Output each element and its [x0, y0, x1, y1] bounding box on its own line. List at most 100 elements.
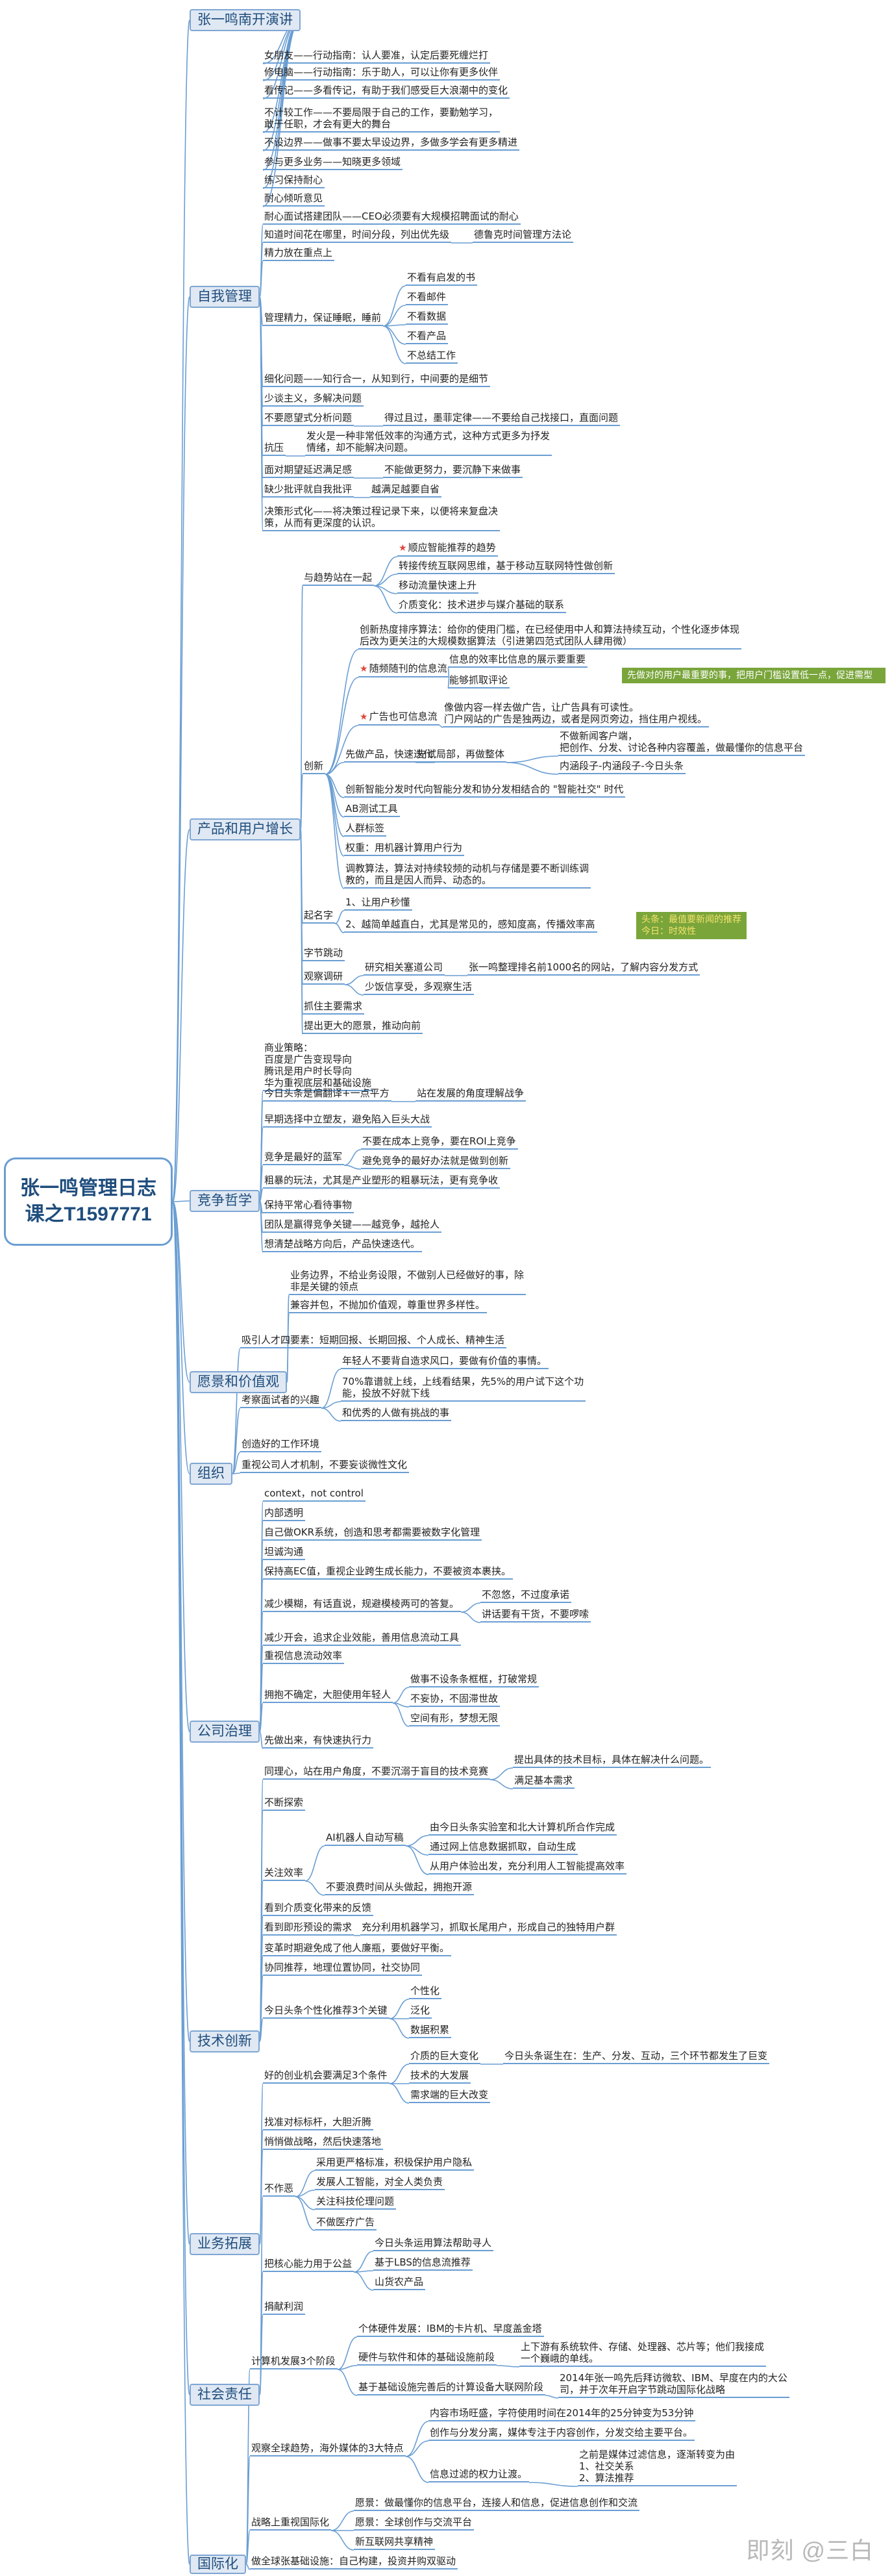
node-o1[interactable]: 吸引人才四要素：短期回报、长期回报、个人成长、精神生活 [240, 1334, 507, 1348]
node-p5b[interactable]: 张一鸣整理排名前1000名的网站，了解内容分发方式 [467, 961, 700, 976]
node-i2a[interactable]: 内容市场旺盛，字符使用时间在2014年的25分钟变为53分钟 [428, 2407, 696, 2421]
node-t6[interactable]: 变革时期避免成了他人廉瓶，要做好平衡。 [263, 1942, 452, 1956]
node-v2[interactable]: 兼容并包，不抛加价值观，尊重世界多样性。 [289, 1299, 488, 1313]
node-g9[interactable]: 拥抱不确定，大胆使用年轻人 [263, 1689, 393, 1703]
node-i1b[interactable]: 硬件与软件和体的基础设施前段 [357, 2351, 497, 2366]
node-g6a[interactable]: 不忽悠，不过度承诺 [480, 1589, 572, 1603]
node-c1[interactable]: 商业策略： 百度是广告变现导向 腾讯是用户时长导向 华为重视底层和基础设施 [263, 1042, 374, 1091]
node-t1a[interactable]: 提出具体的技术目标，具体在解决什么问题。 [513, 1754, 712, 1768]
category-social-responsibility[interactable]: 社会责任 [190, 2384, 260, 2406]
node-b1a2[interactable]: 今日头条诞生在：生产、分发、互动，三个环节都发生了巨变 [503, 2050, 770, 2064]
node-b1[interactable]: 好的创业机会要满足3个条件 [263, 2069, 390, 2084]
node-t3a1[interactable]: 由今日头条实验室和北大计算机所合作完成 [428, 1821, 617, 1836]
node-t4[interactable]: 看到介质变化带来的反馈 [263, 1902, 374, 1916]
node-p2d3[interactable]: 内涵段子-内涵段子-今日头条 [558, 760, 686, 774]
node-o2b[interactable]: 70%靠谱就上线，上线看结果，先5%的用户试下这个功 能，投放不好就下线 [341, 1376, 586, 1402]
node-c7[interactable]: 团队是赢得竞争关键——越竞争，越抢人 [263, 1219, 442, 1233]
node-r1b[interactable]: 发展人工智能，对全人类负责 [315, 2176, 445, 2190]
node-b1a[interactable]: 介质的巨大变化 [409, 2050, 481, 2064]
node-c4b[interactable]: 避免竞争的最好办法就是做到创新 [361, 1155, 511, 1169]
node-p2c1[interactable]: 像做内容一样去做广告，让广告具有可读性。 门户网站的广告是独两边，或者是网页旁边… [443, 701, 710, 727]
node-s6[interactable]: 参与更多业务——知晓更多领域 [263, 156, 403, 170]
node-r1c[interactable]: 关注科技伦理问题 [315, 2195, 397, 2210]
node-p3b[interactable]: 2、越简单越直白，尤其是常见的，感知度高，传播效率高 [344, 918, 597, 933]
node-t5b[interactable]: 充分利用机器学习，抓取长尾用户，形成自己的独特用户群 [360, 1921, 617, 1936]
node-t3a[interactable]: AI机器人自动写稿 [325, 1832, 406, 1846]
node-t3b[interactable]: 不要浪费时间从头做起，拥抱开源 [325, 1881, 475, 1895]
node-p1b[interactable]: 转接传统互联网思维，基于移动互联网特性做创新 [397, 560, 615, 574]
node-i3a[interactable]: 愿景：做最懂你的信息平台，连接人和信息，促进信息创作和交流 [354, 2497, 640, 2511]
node-i4[interactable]: 做全球张基础设施：自己构建，投资并购双驱动 [250, 2555, 458, 2570]
node-i2c[interactable]: 信息过滤的权力让渡。 [428, 2468, 530, 2482]
node-m11[interactable]: 决策形式化——将决策过程记录下来，以便将来复盘决 策，从而有更深度的认识。 [263, 505, 501, 531]
node-r2a[interactable]: 今日头条运用算法帮助寻人 [373, 2237, 494, 2251]
node-m10b[interactable]: 越满足越要自省 [370, 483, 442, 498]
node-t3a2[interactable]: 通过网上信息数据抓取，自动生成 [428, 1841, 578, 1855]
node-m8l[interactable]: 抗压 [263, 442, 286, 456]
node-p2d1[interactable]: 先试局部，再做整体 [415, 748, 507, 763]
root-node[interactable]: 张一鸣管理日志 课之T1597771 [4, 1157, 173, 1246]
node-g6b[interactable]: 讲话要有干货，不要啰嗦 [480, 1608, 591, 1623]
node-p2i[interactable]: 调教算法，算法对持续较频的动机与存储是要不断训练调 教的，而且是因人而异、动态的… [344, 863, 591, 889]
node-m2[interactable]: 知道时间花在哪里，时间分段，列出优先级 [263, 229, 452, 243]
node-m4a[interactable]: 不看有启发的书 [406, 271, 478, 286]
node-g10[interactable]: 先做出来，有快速执行力 [263, 1734, 374, 1749]
node-b2[interactable]: 找准对标标杆，大胆沂腾 [263, 2116, 374, 2130]
node-r2[interactable]: 把核心能力用于公益 [263, 2258, 354, 2272]
node-m5[interactable]: 细化问题——知行合一，从知到行，中间要的是细节 [263, 373, 491, 387]
node-m7[interactable]: 不要愿望式分析问题 [263, 412, 354, 426]
node-t8[interactable]: 今日头条个性化推荐3个关键 [263, 2004, 390, 2019]
node-t5[interactable]: 看到即形预设的需求 [263, 1921, 354, 1936]
node-t8b[interactable]: 泛化 [409, 2004, 432, 2019]
node-p2d[interactable]: 先做产品，快速迭代 [344, 748, 436, 763]
category-tech-innovation[interactable]: 技术创新 [190, 2030, 260, 2052]
node-r2c[interactable]: 山货农产品 [373, 2276, 426, 2290]
node-t8c[interactable]: 数据积累 [409, 2024, 452, 2038]
node-p5c[interactable]: 少饭信享受，多观察生活 [364, 981, 475, 995]
node-t2[interactable]: 不断探索 [263, 1797, 306, 1811]
node-g9a[interactable]: 做事不设条条框框，打破常规 [409, 1673, 539, 1687]
node-m4e[interactable]: 不总结工作 [406, 349, 458, 364]
node-s4[interactable]: 不计较工作——不要局限于自己的工作，要勤勉学习， 敢于任职，才会有更大的舞台 [263, 107, 501, 133]
node-p2[interactable]: 创新 [303, 760, 326, 774]
node-c4[interactable]: 竞争是最好的蓝军 [263, 1151, 345, 1165]
node-p2f[interactable]: AB测试工具 [344, 803, 400, 817]
node-r3[interactable]: 捐献利润 [263, 2301, 306, 2315]
node-b3[interactable]: 悄悄做战略，然后快速落地 [263, 2136, 384, 2150]
category-competition[interactable]: 竞争哲学 [190, 1190, 260, 1212]
node-o4[interactable]: 重视公司人才机制，不要妄谈微性文化 [240, 1459, 410, 1473]
node-c2b[interactable]: 站在发展的角度理解战争 [415, 1087, 527, 1102]
node-m9[interactable]: 面对期望延迟满足感 [263, 464, 354, 478]
node-r1[interactable]: 不作恶 [263, 2182, 296, 2197]
node-s5[interactable]: 不设边界——做事不要太早设边界，多做多学会有更多精进 [263, 136, 520, 151]
node-i2b[interactable]: 创作与分发分离，媒体专注于内容创作，分发交给主要平台。 [428, 2427, 695, 2441]
category-business-expansion[interactable]: 业务拓展 [190, 2233, 260, 2255]
node-p1[interactable]: 与趋势站在一起 [303, 572, 375, 586]
node-s2[interactable]: 修电脑——行动指南：乐于助人，可以让你有更多伙伴 [263, 66, 501, 81]
node-g1[interactable]: context，not control [263, 1487, 365, 1502]
category-product-growth[interactable]: 产品和用户增长 [190, 818, 301, 840]
node-i3[interactable]: 战略上重视国际化 [250, 2516, 332, 2531]
node-r2b[interactable]: 基于LBS的信息流推荐 [373, 2256, 473, 2271]
node-t3a3[interactable]: 从用户体验出发，充分利用人工智能提高效率 [428, 1860, 627, 1875]
node-m4b[interactable]: 不看邮件 [406, 291, 449, 305]
node-p1c[interactable]: 移动流量快速上升 [397, 579, 479, 594]
node-i2[interactable]: 观察全球趋势，海外媒体的3大特点 [250, 2442, 406, 2456]
category-self-management[interactable]: 自我管理 [190, 286, 260, 308]
node-p1a[interactable]: ★顺应智能推荐的趋势 [397, 542, 498, 557]
node-i1a[interactable]: 个体硬件发展：IBM的卡片机、早度盖金塔 [357, 2323, 544, 2337]
node-g2[interactable]: 内部透明 [263, 1507, 306, 1521]
node-m3[interactable]: 精力放在重点上 [263, 247, 335, 261]
node-o2[interactable]: 考察面试者的兴趣 [240, 1394, 322, 1408]
node-t1b[interactable]: 满足基本需求 [513, 1774, 575, 1789]
node-g9b[interactable]: 不妄协，不固滞世故 [409, 1693, 501, 1707]
category-vision-values[interactable]: 愿景和价值观 [190, 1371, 287, 1393]
node-p2c[interactable]: ★广告也可信息流 [358, 711, 440, 726]
node-p6[interactable]: 抓住主要需求 [303, 1000, 365, 1015]
node-p3[interactable]: 起名字 [303, 909, 336, 924]
node-g4[interactable]: 坦诚沟通 [263, 1546, 306, 1560]
category-speech[interactable]: 张一鸣南开演讲 [190, 9, 301, 31]
node-m4d[interactable]: 不看产品 [406, 330, 449, 344]
node-g3[interactable]: 自己做OKR系统，创造和思考都需要被数字化管理 [263, 1526, 482, 1541]
node-p2b2[interactable]: 能够抓取评论 [448, 674, 510, 688]
